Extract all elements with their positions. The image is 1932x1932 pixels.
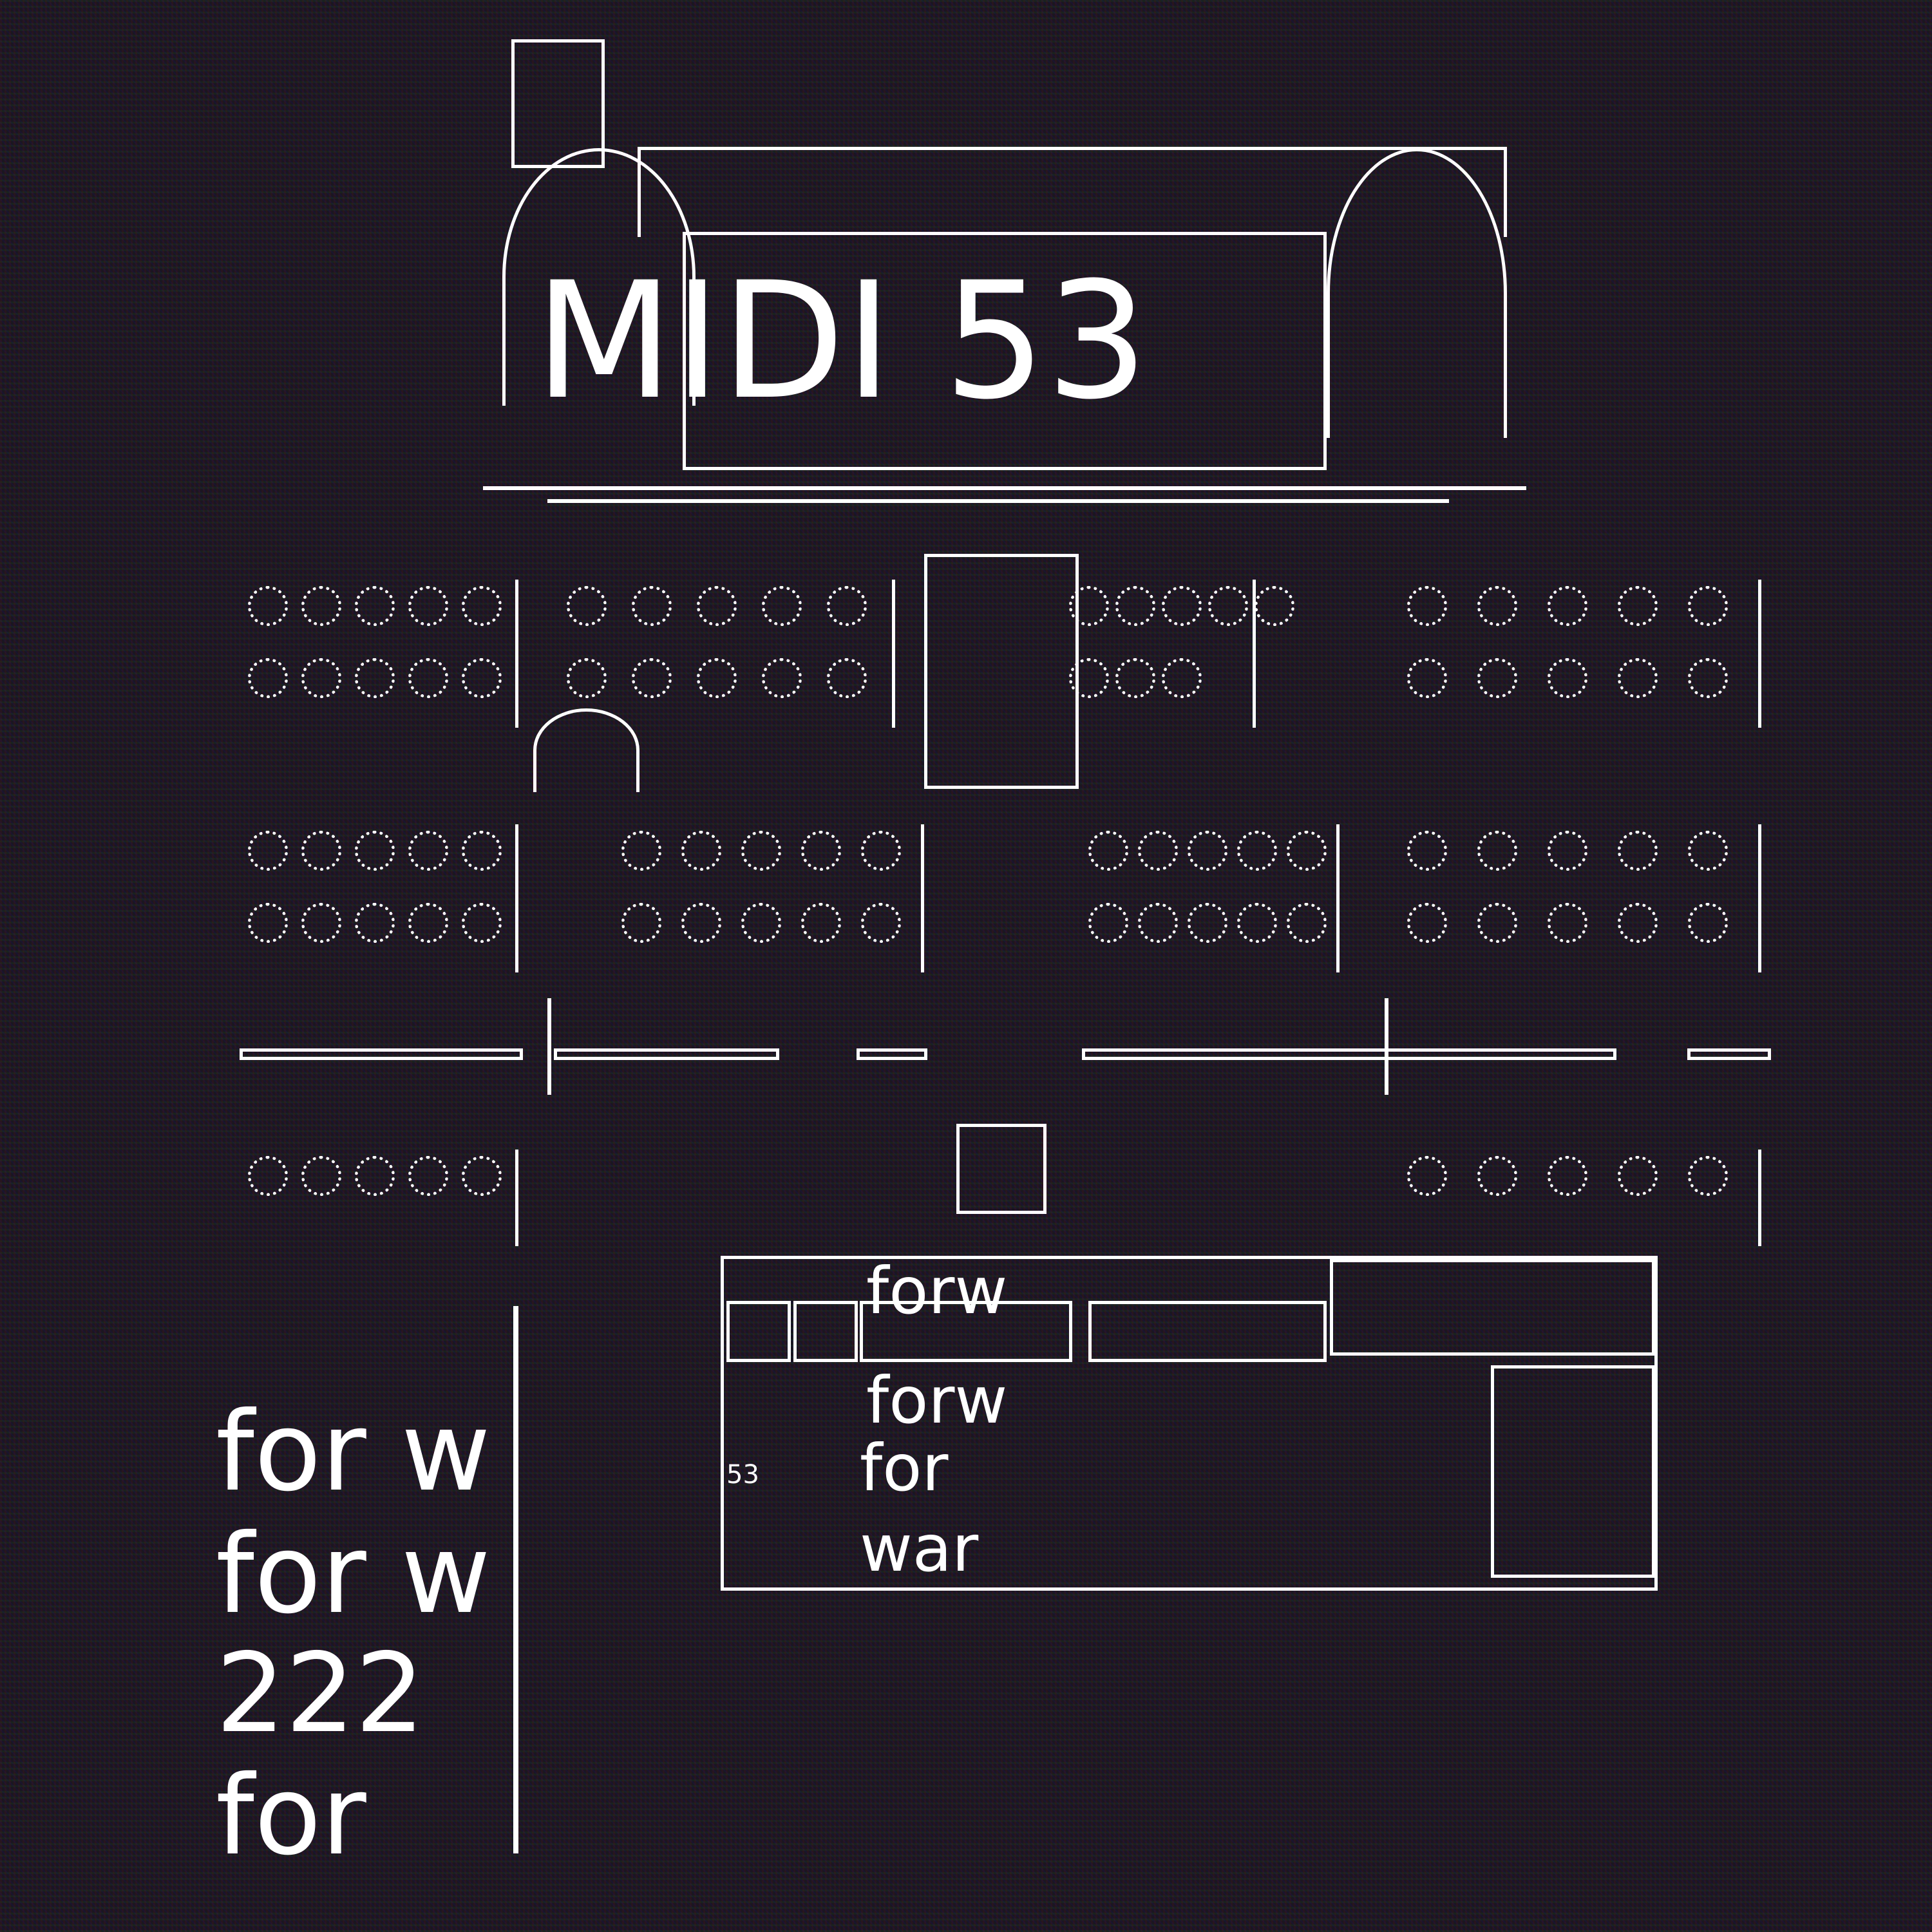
right-box-top[interactable]: [1330, 1259, 1655, 1356]
keypad-block[interactable]: [242, 1150, 518, 1246]
panel-input[interactable]: [1088, 1301, 1327, 1362]
square-button[interactable]: [956, 1124, 1046, 1214]
right-arch: [1327, 148, 1507, 438]
panel-text-line: forw: [866, 1253, 1008, 1329]
panel-text-line: war: [860, 1511, 979, 1586]
panel-text-line: forw: [866, 1363, 1008, 1438]
vertical-line: [513, 1306, 518, 1853]
slider-bar[interactable]: [240, 1048, 523, 1060]
slider-bar[interactable]: [857, 1048, 927, 1060]
slider-bar[interactable]: [1687, 1048, 1771, 1060]
left-text-line: for w: [216, 1388, 491, 1516]
slider-bar[interactable]: [1082, 1048, 1616, 1060]
panel-side-number: 53: [726, 1460, 759, 1490]
keypad-block[interactable]: [560, 580, 895, 728]
keypad-block[interactable]: [615, 824, 924, 972]
keypad-block[interactable]: [242, 824, 518, 972]
vertical-divider: [547, 998, 551, 1095]
keypad-block[interactable]: [1063, 580, 1294, 728]
left-text-line: for w: [216, 1511, 491, 1638]
header-divider-2: [547, 499, 1449, 503]
panel-button[interactable]: [726, 1301, 791, 1362]
vertical-divider: [1385, 998, 1388, 1095]
header-title-frame: [683, 232, 1327, 470]
keypad-block[interactable]: [1401, 1150, 1761, 1246]
keypad-block[interactable]: [1082, 824, 1340, 972]
panel-text-line: for: [860, 1430, 949, 1506]
left-text-line: for: [216, 1752, 366, 1880]
panel-input[interactable]: [860, 1301, 1072, 1362]
header-title: MIDI 53: [535, 247, 1149, 435]
panel-button[interactable]: [793, 1301, 858, 1362]
keypad-block[interactable]: [1401, 824, 1761, 972]
left-text-line: 222: [216, 1630, 425, 1757]
center-pillar: [924, 554, 1079, 789]
small-arch: [533, 708, 639, 792]
keypad-block[interactable]: [242, 580, 518, 728]
content-panel: [721, 1256, 1658, 1591]
slider-bar[interactable]: [554, 1048, 779, 1060]
left-arch: [502, 148, 696, 406]
header-divider: [483, 486, 1526, 490]
right-box-bottom[interactable]: [1491, 1365, 1655, 1578]
keypad-block[interactable]: [1401, 580, 1761, 728]
